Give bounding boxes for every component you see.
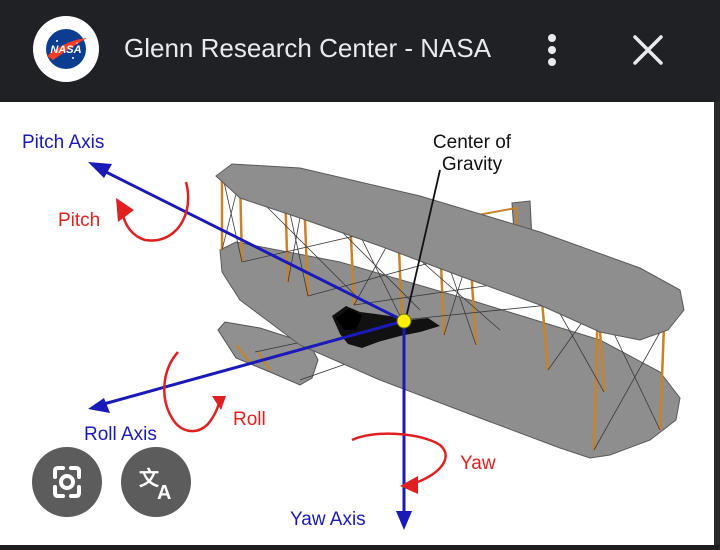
nasa-logo-text: NASA (50, 44, 81, 56)
pitch-axis-arrowhead (88, 162, 112, 178)
wright-flyer-axes-diagram: Pitch Axis Pitch Center of Gravity Roll … (22, 132, 685, 530)
yaw-axis-label: Yaw Axis (290, 509, 366, 530)
bottom-edge (0, 545, 720, 550)
lower-wing (219, 241, 681, 459)
pitch-axis-line (101, 168, 405, 323)
yaw-rotation-arrow (351, 432, 447, 486)
roll-axis-arrowhead (88, 398, 110, 413)
more-vert-icon (548, 34, 556, 66)
svg-text:文: 文 (139, 466, 160, 490)
center-of-gravity-label-line2: Gravity (442, 154, 503, 175)
front-elevator (217, 321, 319, 386)
nasa-logo[interactable]: NASA (33, 16, 99, 82)
center-of-gravity-dot (396, 313, 412, 329)
center-of-gravity-label-line1: Center of (433, 132, 512, 153)
axes (99, 168, 406, 515)
google-lens-button[interactable] (32, 447, 102, 517)
yaw-axis-arrowhead (396, 511, 412, 530)
pitch-label: Pitch (58, 210, 100, 231)
close-icon (633, 35, 663, 65)
translate-button[interactable]: 文 A (121, 447, 191, 517)
roll-axis-label: Roll Axis (84, 424, 157, 445)
roll-rotation-arrow (163, 351, 222, 433)
svg-text:A: A (157, 482, 171, 504)
google-lens-icon (53, 466, 81, 498)
page-title[interactable]: Glenn Research Center - NASA (124, 33, 492, 63)
roll-axis-line (99, 319, 405, 407)
more-options-button[interactable] (534, 28, 570, 72)
viewer-header: NASA Glenn Research Center - NASA (0, 0, 720, 102)
upper-wing (215, 163, 685, 341)
scrollbar[interactable] (714, 102, 720, 545)
close-button[interactable] (628, 30, 668, 70)
image-preview[interactable]: Pitch Axis Pitch Center of Gravity Roll … (0, 102, 714, 545)
roll-label: Roll (233, 409, 266, 430)
yaw-label: Yaw (460, 453, 496, 474)
translate-icon: 文 A (139, 466, 171, 504)
pitch-rotation-arrow (120, 181, 190, 242)
pitch-axis-label: Pitch Axis (22, 132, 104, 153)
